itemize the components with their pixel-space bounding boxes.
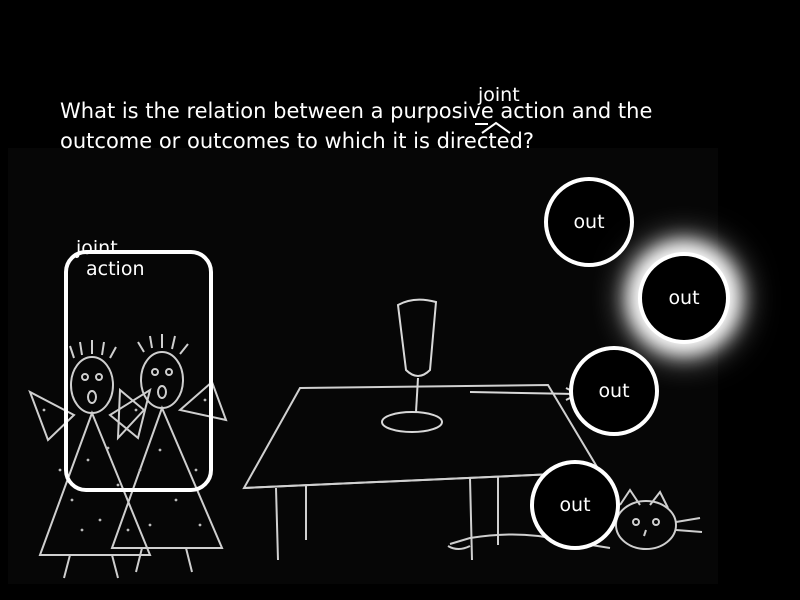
- slide-question: What is the relation between a purposive…: [60, 99, 653, 153]
- outcome-circle-1: out: [544, 177, 634, 267]
- outcome-label: out: [598, 380, 630, 402]
- person-figure-right: [110, 334, 228, 573]
- joint-action-label-line1: joint: [76, 237, 118, 259]
- outcome-label: out: [573, 211, 605, 233]
- outcome-label: out: [668, 287, 700, 309]
- joint-action-label-line2: action: [86, 258, 145, 280]
- person-figure-left: [28, 340, 152, 579]
- inserted-word-joint: joint: [478, 84, 520, 106]
- wine-glass: [381, 298, 443, 433]
- outcome-circle-2-highlighted: out: [638, 252, 730, 344]
- insertion-caret: [481, 121, 511, 134]
- outcome-circle-4: out: [530, 460, 620, 550]
- outcome-circle-3: out: [569, 346, 659, 436]
- joint-action-box: [64, 250, 213, 492]
- outcome-label: out: [559, 494, 591, 516]
